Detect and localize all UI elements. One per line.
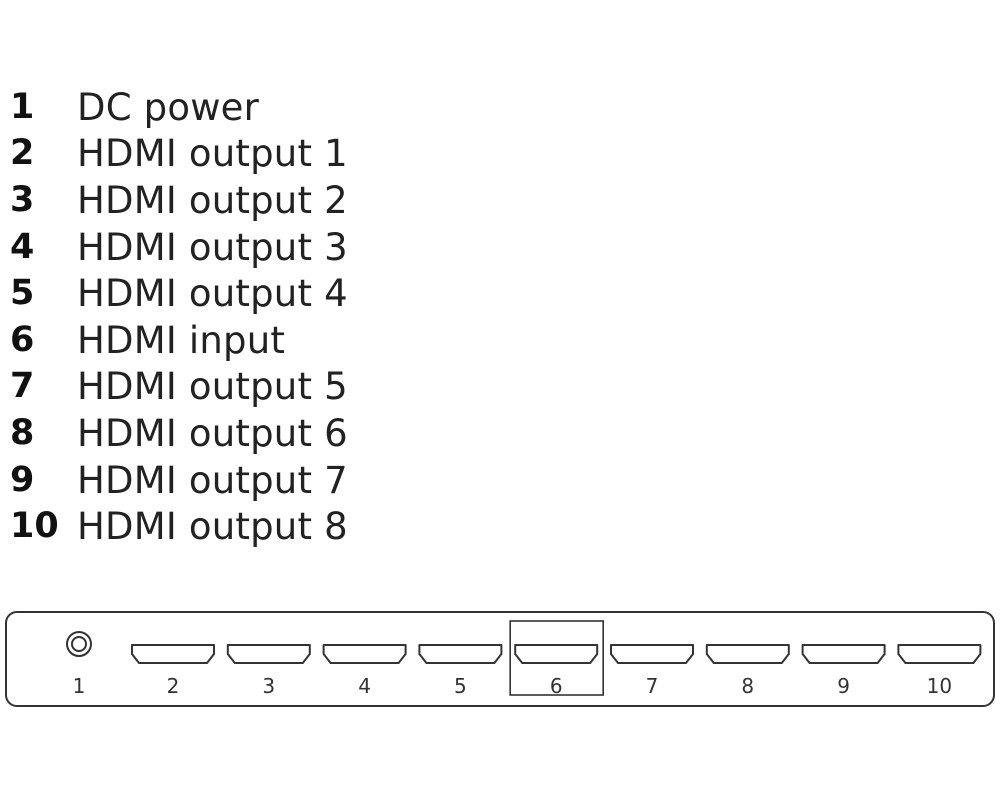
- legend-item-hdmi-output-7: 9 HDMI output 7: [10, 457, 348, 504]
- legend-item-hdmi-input: 6 HDMI input: [10, 317, 348, 364]
- legend-number: 9: [10, 459, 35, 500]
- port-number-label: 3: [262, 674, 275, 698]
- legend-item-hdmi-output-2: 3 HDMI output 2: [10, 177, 348, 224]
- legend-label: HDMI output 5: [77, 365, 348, 409]
- legend-label: HDMI output 8: [77, 505, 348, 549]
- highlight-box: [509, 620, 605, 696]
- port-number-label: 1: [73, 674, 86, 698]
- legend-label: HDMI output 4: [77, 272, 348, 316]
- legend-label: HDMI output 2: [77, 178, 348, 222]
- hdmi-output-port-icon: [705, 644, 790, 664]
- legend-number: 1: [10, 86, 35, 127]
- port-number-label: 4: [358, 674, 371, 698]
- hdmi-output-port-icon: [131, 644, 215, 664]
- hdmi-output-port-icon: [322, 644, 407, 664]
- legend-item-hdmi-output-5: 7 HDMI output 5: [10, 364, 348, 411]
- device-outline: [5, 611, 995, 707]
- legend-number: 3: [10, 179, 35, 220]
- port-number-label: 7: [646, 674, 659, 698]
- hdmi-output-port-icon: [610, 644, 694, 664]
- legend-number: 7: [10, 366, 35, 407]
- legend-item-hdmi-output-8: 10 HDMI output 8: [10, 503, 348, 550]
- legend-item-hdmi-output-6: 8 HDMI output 6: [10, 410, 348, 457]
- port-number-label: 9: [837, 674, 850, 698]
- hdmi-output-port-icon: [801, 644, 886, 664]
- dc-power-jack-icon: [66, 631, 92, 657]
- legend-item-dc-power: 1 DC power: [10, 84, 348, 131]
- legend-number: 6: [10, 319, 35, 360]
- port-number-label: 2: [167, 674, 180, 698]
- port-number-label: 5: [454, 674, 467, 698]
- legend-number: 8: [10, 412, 35, 453]
- legend-label: HDMI output 7: [77, 458, 348, 502]
- legend-number: 4: [10, 226, 35, 267]
- legend-number: 5: [10, 273, 35, 314]
- legend-label: HDMI input: [77, 318, 286, 362]
- port-number-label: 8: [741, 674, 754, 698]
- legend-label: HDMI output 6: [77, 411, 348, 455]
- hdmi-output-port-icon: [897, 644, 982, 664]
- legend-label: HDMI output 3: [77, 225, 348, 269]
- hdmi-output-port-icon: [226, 644, 311, 664]
- legend-item-hdmi-output-1: 2 HDMI output 1: [10, 131, 348, 178]
- port-number-label: 6: [550, 674, 563, 698]
- legend-item-hdmi-output-3: 4 HDMI output 3: [10, 224, 348, 271]
- port-number-label: 10: [927, 674, 952, 698]
- legend-item-hdmi-output-4: 5 HDMI output 4: [10, 270, 348, 317]
- legend-label: DC power: [77, 85, 260, 129]
- port-legend: 1 DC power 2 HDMI output 1 3 HDMI output…: [10, 84, 348, 550]
- hdmi-output-port-icon: [418, 644, 503, 664]
- hdmi-input-port-icon: [514, 644, 599, 664]
- legend-number: 10: [10, 506, 59, 547]
- legend-number: 2: [10, 133, 35, 174]
- legend-label: HDMI output 1: [77, 132, 348, 176]
- port-row: 1 2 3 4 5 6 7 8 9 10: [66, 620, 982, 698]
- device-back-panel: 1 2 3 4 5 6 7 8 9 10: [5, 611, 995, 707]
